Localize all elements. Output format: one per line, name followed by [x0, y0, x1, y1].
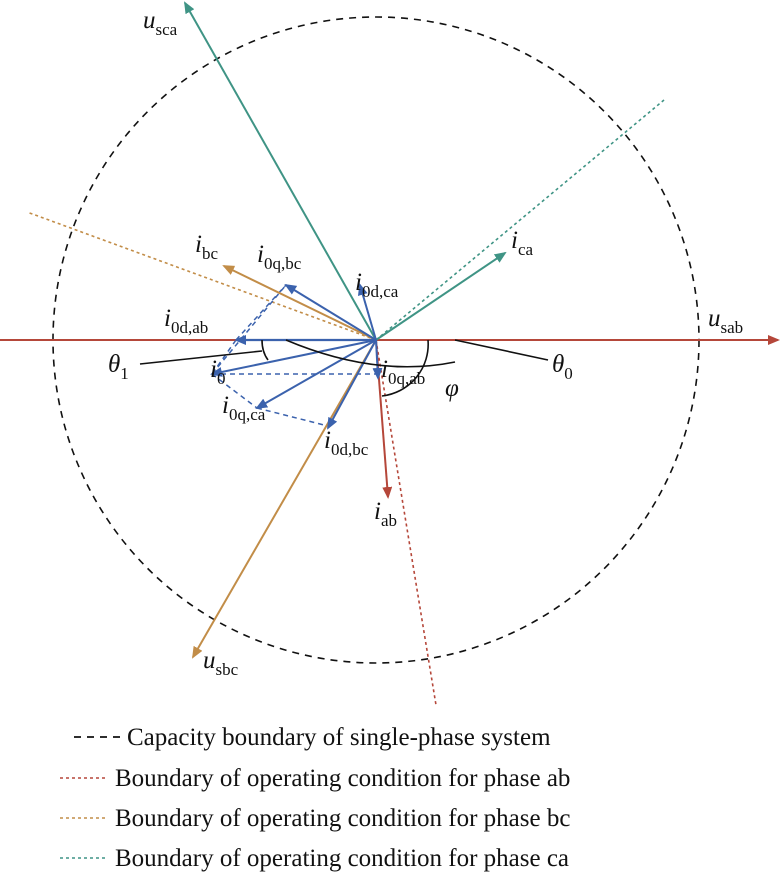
- label-i-ca: ica: [511, 227, 533, 259]
- svg-text:usbc: usbc: [203, 647, 239, 679]
- i0d-ca-vector: [357, 283, 377, 341]
- label-i-0d-ca: i0d,ca: [355, 269, 399, 301]
- i0d-bc-vector: [327, 339, 377, 430]
- svg-text:ibc: ibc: [195, 231, 218, 263]
- label-phi: φ: [445, 375, 459, 402]
- svg-text:iab: iab: [374, 498, 397, 530]
- i0q-ca-vector: [255, 339, 377, 409]
- label-i-ab: iab: [374, 498, 397, 530]
- legend-item-bc: Boundary of operating condition for phas…: [60, 805, 570, 832]
- label-i-0: i0: [210, 356, 225, 388]
- legend: Capacity boundary of single-phase system…: [60, 724, 570, 872]
- svg-text:Boundary of operating conditio: Boundary of operating condition for phas…: [115, 845, 569, 872]
- svg-text:θ0: θ0: [552, 351, 573, 383]
- svg-text:θ1: θ1: [108, 351, 129, 383]
- svg-text:i0d,ca: i0d,ca: [355, 269, 399, 301]
- svg-text:i0d,ab: i0d,ab: [164, 305, 208, 337]
- svg-text:usab: usab: [708, 305, 743, 337]
- label-u-sbc: usbc: [203, 647, 239, 679]
- boundary-bc: [26, 211, 377, 341]
- svg-text:i0q,ca: i0q,ca: [222, 392, 266, 424]
- svg-text:usca: usca: [143, 7, 178, 39]
- i0q-ab-vector: [372, 339, 383, 380]
- u-sca-vector: [184, 1, 377, 341]
- label-i-0q-bc: i0q,bc: [257, 241, 302, 273]
- label-theta-1: θ1: [108, 351, 129, 383]
- label-i-0q-ca: i0q,ca: [222, 392, 266, 424]
- u-sbc-vector: [192, 339, 377, 659]
- label-u-sca: usca: [143, 7, 178, 39]
- label-i-bc: ibc: [195, 231, 218, 263]
- svg-text:ica: ica: [511, 227, 533, 259]
- svg-text:i0d,bc: i0d,bc: [324, 427, 369, 459]
- i0-vector: [210, 339, 377, 377]
- label-u-sab: usab: [708, 305, 743, 337]
- boundary-ca: [375, 99, 665, 341]
- angle-marks: [139, 339, 549, 397]
- label-theta-0: θ0: [552, 351, 573, 383]
- i-bc-vector: [222, 265, 377, 341]
- svg-text:i0q,bc: i0q,bc: [257, 241, 302, 273]
- label-i-0q-ab: i0q,ab: [381, 356, 425, 388]
- i0q-bc-vector: [284, 283, 377, 341]
- svg-text:φ: φ: [445, 375, 459, 402]
- legend-item-ca: Boundary of operating condition for phas…: [60, 845, 569, 872]
- svg-text:Capacity boundary of single-ph: Capacity boundary of single-phase system: [127, 724, 551, 751]
- legend-item-capacity: Capacity boundary of single-phase system: [74, 724, 551, 751]
- svg-text:Boundary of operating conditio: Boundary of operating condition for phas…: [115, 765, 570, 792]
- legend-item-ab: Boundary of operating condition for phas…: [60, 765, 570, 792]
- i-ca-vector: [375, 251, 507, 341]
- label-i-0d-ab: i0d,ab: [164, 305, 208, 337]
- boundary-ab: [375, 339, 437, 706]
- svg-text:i0: i0: [210, 356, 225, 388]
- svg-text:i0q,ab: i0q,ab: [381, 356, 425, 388]
- svg-text:Boundary of operating conditio: Boundary of operating condition for phas…: [115, 805, 570, 832]
- label-i-0d-bc: i0d,bc: [324, 427, 369, 459]
